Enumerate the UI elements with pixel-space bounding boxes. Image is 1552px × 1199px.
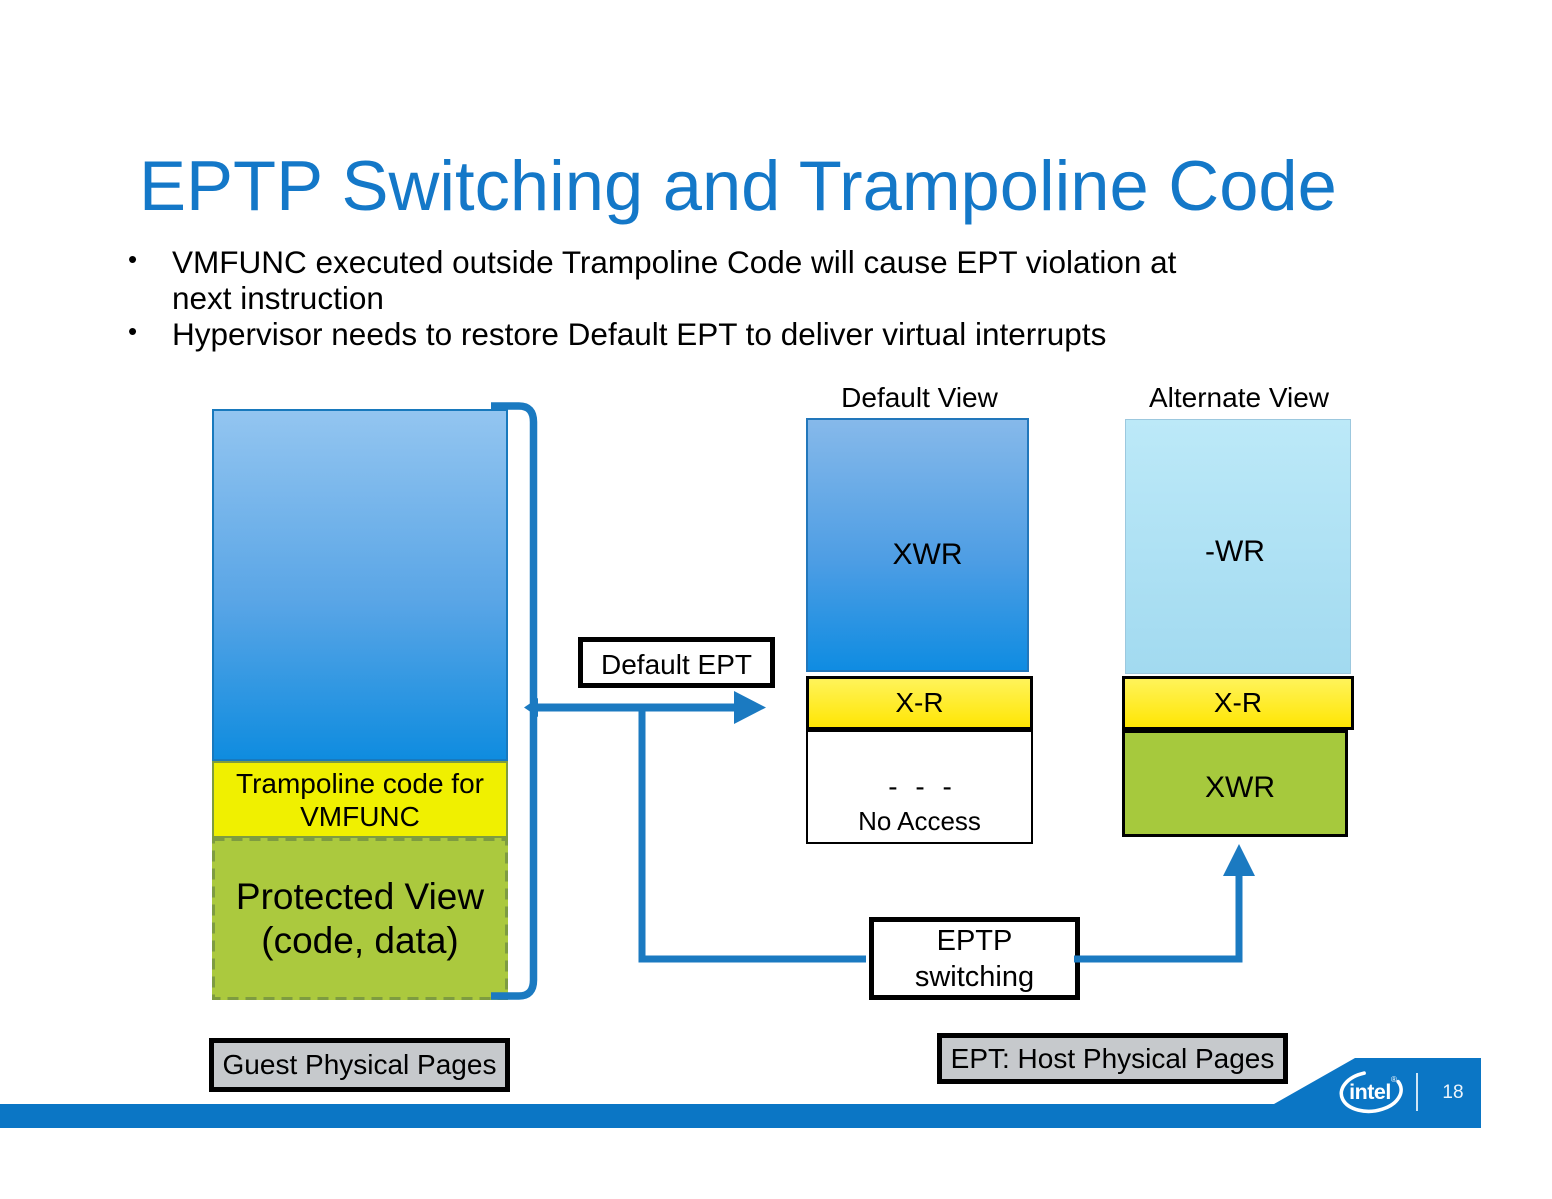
svg-text:18: 18 [1442,1082,1463,1103]
svg-text:intel: intel [1349,1080,1391,1104]
svg-text:®: ® [1391,1075,1397,1084]
